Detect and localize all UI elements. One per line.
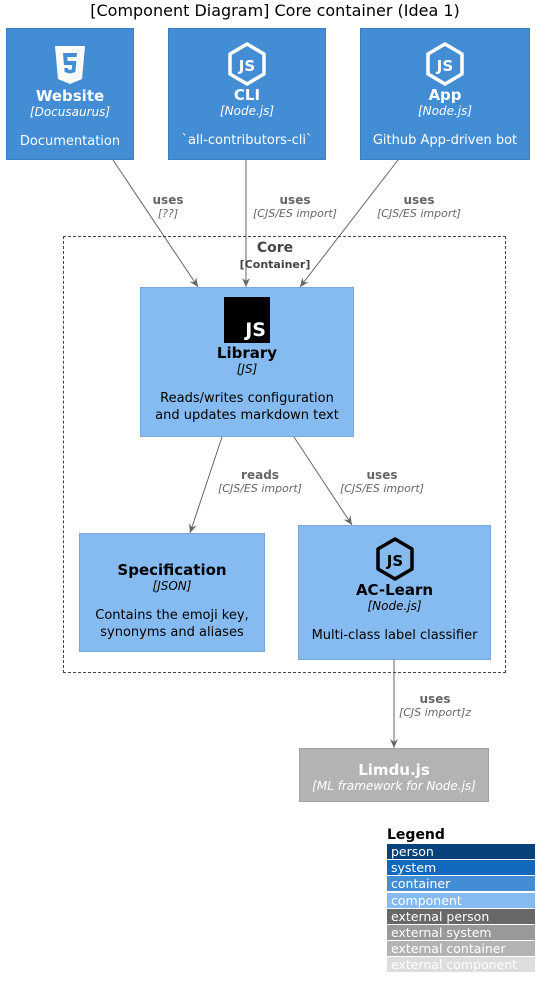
legend-item: external person (387, 908, 535, 924)
relation-label: reads [CJS/ES import] (218, 468, 302, 495)
app-name: App (428, 86, 462, 104)
aclearn-tech: [Node.js] (367, 599, 422, 613)
app-desc: Github App-driven bot (372, 133, 518, 148)
specification-component[interactable]: Specification [JSON] Contains the emoji … (79, 533, 265, 652)
website-container[interactable]: Website [Docusaurus] Documentation (6, 28, 134, 160)
svg-text:JS: JS (385, 552, 402, 570)
nodejs-icon: JS (375, 537, 414, 581)
limdu-name: Limdu.js (358, 761, 430, 779)
library-component[interactable]: JS Library [JS] Reads/writes configurati… (140, 287, 354, 437)
relation-label: uses [??] (152, 193, 184, 220)
library-desc-line2: and updates markdown text (155, 408, 339, 423)
legend-title: Legend (387, 827, 445, 843)
js-icon: JS (224, 297, 270, 343)
nodejs-icon: JS (426, 42, 464, 86)
website-name: Website (35, 87, 105, 105)
aclearn-desc: Multi-class label classifier (311, 628, 478, 643)
library-tech: [JS] (236, 362, 258, 376)
boundary-name: Core (256, 240, 294, 256)
legend-item: system (387, 860, 535, 876)
relation-label: uses [CJS/ES import] (377, 193, 461, 220)
legend-item: external component (387, 957, 535, 973)
specification-name: Specification (117, 561, 227, 579)
aclearn-name: AC-Learn (355, 581, 434, 599)
cli-container[interactable]: JS CLI [Node.js] `all-contributors-cli` (168, 28, 326, 160)
app-container[interactable]: JS App [Node.js] Github App-driven bot (360, 28, 530, 160)
legend-item: component (387, 892, 535, 908)
specification-tech: [JSON] (152, 579, 192, 593)
html5-icon (55, 46, 85, 84)
website-tech: [Docusaurus] (29, 105, 111, 119)
edge-website-library (112, 159, 199, 288)
cli-desc: `all-contributors-cli` (181, 133, 313, 148)
nodejs-icon: JS (228, 42, 266, 86)
relation-label: uses [CJS/ES import] (340, 468, 424, 495)
svg-text:JS: JS (238, 57, 255, 75)
library-desc-line1: Reads/writes configuration (160, 391, 334, 406)
edge-library-aclearn (293, 436, 353, 526)
edge-app-library (299, 159, 399, 288)
legend-item: external system (387, 924, 535, 940)
aclearn-component[interactable]: JS AC-Learn [Node.js] Multi-class label … (298, 525, 491, 660)
legend-item: person (387, 844, 535, 859)
relation-label: uses [CJS import]z (398, 692, 472, 719)
diagram-title: [Component Diagram] Core container (Idea… (90, 1, 460, 20)
svg-text:JS: JS (436, 57, 453, 75)
cli-tech: [Node.js] (219, 104, 275, 118)
specification-desc-line2: synonyms and aliases (100, 625, 244, 640)
specification-desc-line1: Contains the emoji key, (95, 608, 249, 623)
library-name: Library (216, 344, 278, 362)
edge-library-specification (189, 436, 223, 534)
legend-item: external container (387, 941, 535, 957)
core-boundary (63, 236, 506, 673)
limdu-tech: [ML framework for Node.js] (312, 779, 476, 793)
relation-label: uses [CJS/ES import] (253, 193, 337, 220)
cli-name: CLI (233, 86, 261, 104)
limdu-external[interactable]: Limdu.js [ML framework for Node.js] (299, 748, 489, 802)
boundary-type: [Container] (239, 258, 311, 271)
legend-item: container (387, 876, 535, 892)
website-desc: Documentation (19, 134, 121, 149)
app-tech: [Node.js] (417, 104, 473, 118)
